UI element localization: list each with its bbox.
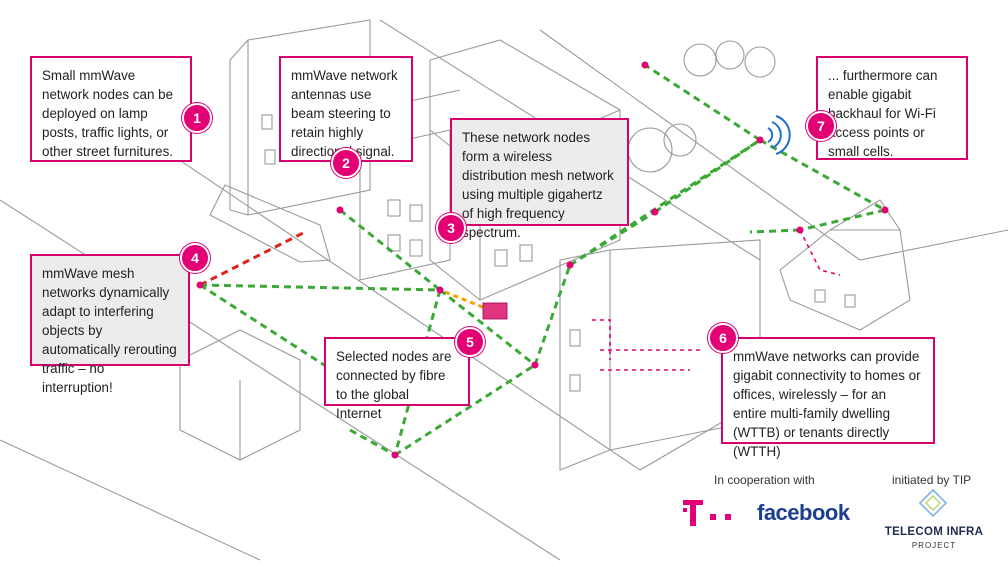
callout-3: These network nodes form a wireless dist… — [450, 118, 629, 240]
callout-2: mmWave network antennas use beam steerin… — [279, 56, 413, 162]
callout-6-text: mmWave networks can provide gigabit conn… — [733, 349, 921, 459]
home-links-pink — [592, 229, 841, 371]
wifi-waves — [767, 115, 791, 155]
fibre-link-orange — [444, 290, 491, 312]
callout-6-badge: 6 — [708, 323, 738, 353]
facebook-logo: facebook — [757, 500, 850, 525]
cooperation-label: In cooperation with — [714, 473, 815, 487]
callout-7-text: ... furthermore can enable gigabit backh… — [828, 68, 938, 159]
callout-5: Selected nodes are connected by fibre to… — [324, 337, 470, 421]
callout-4-badge: 4 — [180, 243, 210, 273]
callout-4-text: mmWave mesh networks dynamically adapt t… — [42, 266, 177, 395]
tip-sub: PROJECT — [911, 541, 957, 550]
tip-logo-icon — [918, 488, 948, 518]
callout-7-badge: 7 — [806, 111, 836, 141]
telekom-logo — [683, 500, 731, 526]
callout-5-badge: 5 — [455, 327, 485, 357]
callout-3-text: These network nodes form a wireless dist… — [462, 130, 614, 240]
callout-5-text: Selected nodes are connected by fibre to… — [336, 349, 452, 421]
callout-1-text: Small mmWave network nodes can be deploy… — [42, 68, 174, 159]
callout-1: Small mmWave network nodes can be deploy… — [30, 56, 192, 162]
fibre-cabinet — [482, 302, 508, 320]
initiated-label: initiated by TIP — [892, 473, 972, 487]
callout-2-text: mmWave network antennas use beam steerin… — [291, 68, 398, 159]
callout-4: mmWave mesh networks dynamically adapt t… — [30, 254, 190, 395]
mesh-nodes — [196, 61, 889, 459]
callout-3-badge: 3 — [436, 213, 466, 243]
callout-2-badge: 2 — [331, 148, 361, 178]
callout-1-badge: 1 — [182, 103, 212, 133]
blocked-link-red — [199, 230, 306, 287]
mesh-links-green — [199, 63, 886, 457]
tip-name: TELECOM INFRA — [884, 526, 984, 538]
callout-7: ... furthermore can enable gigabit backh… — [816, 56, 968, 160]
callout-6: mmWave networks can provide gigabit conn… — [721, 337, 935, 459]
